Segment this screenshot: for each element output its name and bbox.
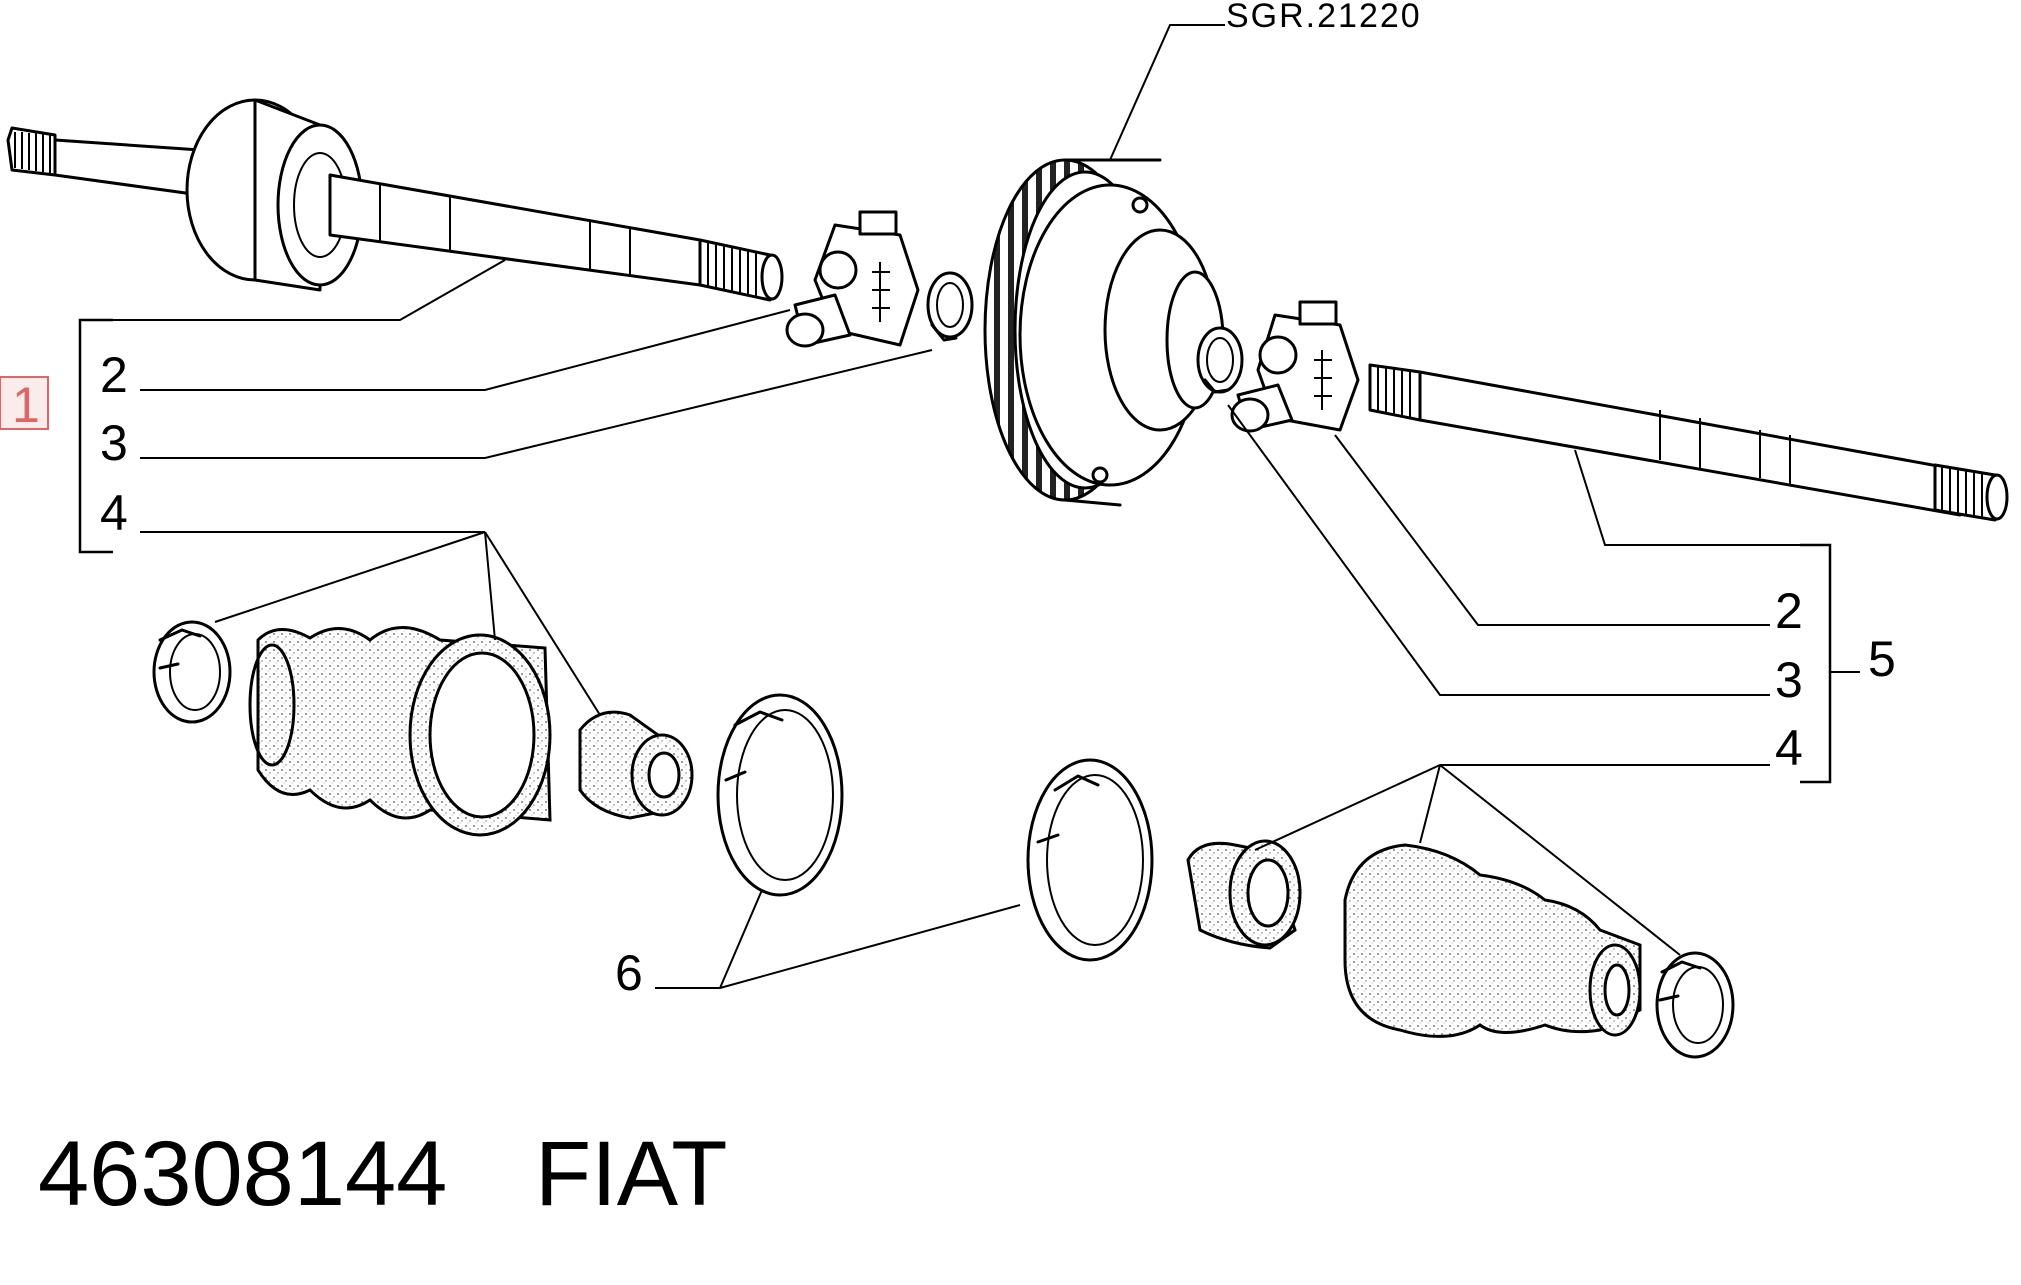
left-axle-shaft-icon — [6, 98, 784, 302]
callout-6: 6 — [615, 945, 643, 1001]
leader-lines — [78, 24, 1860, 989]
callout-right-4: 4 — [1775, 720, 1803, 776]
callout-left-3: 3 — [100, 415, 128, 471]
crown-gear-icon — [983, 158, 1225, 507]
right-large-boot-icon — [1343, 843, 1642, 1038]
right-small-boot-icon — [1186, 839, 1302, 950]
brand-name: FIAT — [535, 1123, 728, 1225]
left-small-boot-icon — [578, 710, 694, 820]
callout-1: 1 — [12, 377, 40, 433]
callout-right-3: 3 — [1775, 652, 1803, 708]
callout-5: 5 — [1868, 631, 1896, 687]
callout-left-2: 2 — [100, 347, 128, 403]
callout-left-4: 4 — [100, 485, 128, 541]
right-axle-shaft-icon — [1368, 363, 2009, 522]
part-number: 46308144 — [38, 1123, 447, 1225]
reference-code: SGR.21220 — [1226, 0, 1422, 35]
callout-1-highlight — [0, 376, 49, 430]
left-tripod-joint-icon — [785, 210, 920, 348]
right-tripod-joint-icon — [1230, 300, 1360, 433]
callout-right-2: 2 — [1775, 583, 1803, 639]
left-circlip-icon — [926, 271, 974, 342]
right-small-clamp-icon — [1655, 951, 1735, 1059]
left-large-boot-icon — [248, 626, 552, 837]
left-small-clamp-icon — [152, 620, 232, 724]
right-circlip-icon — [1196, 326, 1244, 394]
left-large-clamp-icon — [716, 693, 844, 897]
right-large-clamp-icon — [1026, 758, 1154, 962]
